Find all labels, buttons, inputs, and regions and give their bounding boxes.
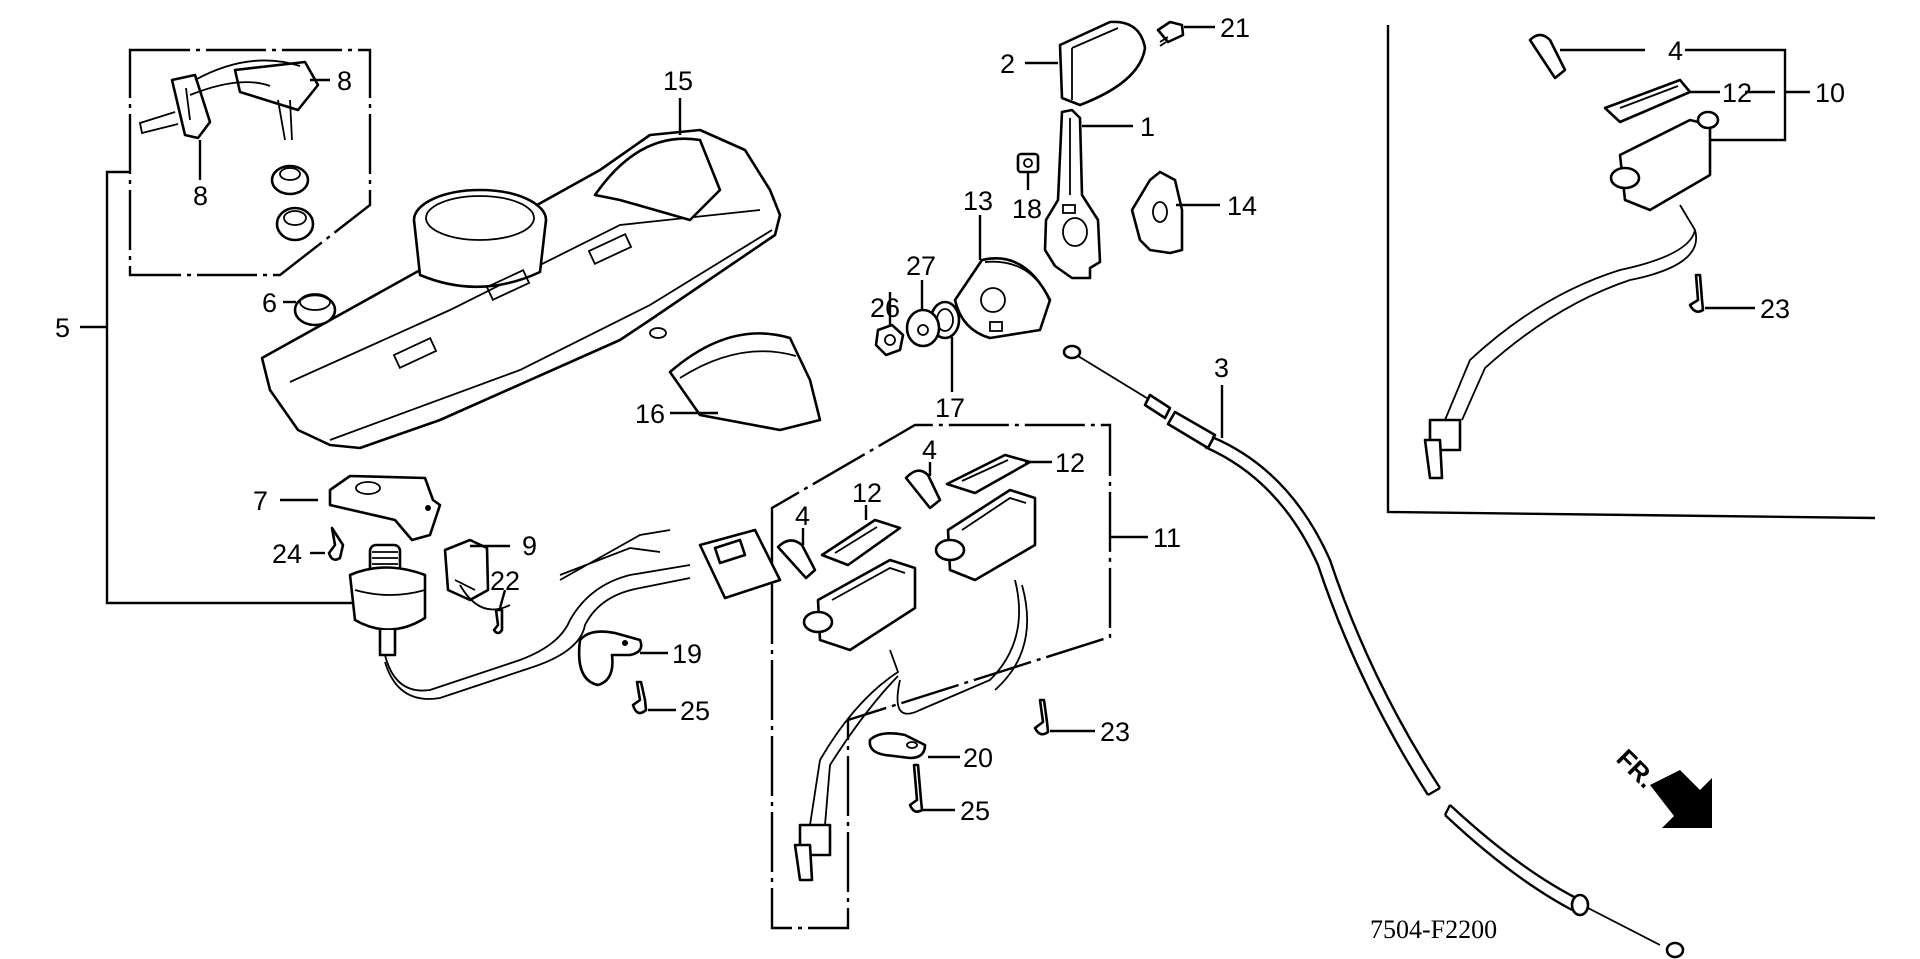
- panel-cover-part: [260, 128, 782, 450]
- callout-18[interactable]: 18: [1012, 194, 1042, 224]
- callout-2[interactable]: 2: [1000, 49, 1015, 79]
- indicator-harness: [809, 579, 1028, 826]
- callout-27[interactable]: 27: [906, 251, 936, 281]
- callout-16[interactable]: 16: [635, 399, 665, 429]
- cable-part: [1062, 344, 1685, 959]
- callout-13[interactable]: 13: [963, 186, 993, 216]
- stopper-plate-part: [1130, 170, 1184, 255]
- screw-25b-part: [908, 763, 924, 813]
- bulb-4c-part: [904, 469, 942, 510]
- callout-1[interactable]: 1: [1140, 112, 1155, 142]
- knob-part: [1058, 20, 1147, 107]
- group-10-bracket: [1685, 48, 1787, 142]
- bulb-4b-part: [776, 539, 817, 580]
- connector-11-part: [793, 823, 832, 882]
- screw-23a-part: [1688, 273, 1705, 313]
- callout-7[interactable]: 7: [253, 486, 268, 516]
- lens-12c-part: [945, 453, 1032, 495]
- bulb-4a-part: [1528, 33, 1567, 80]
- front-arrow-icon: [1650, 770, 1712, 828]
- screw-24-part: [327, 526, 345, 561]
- cover-cap-part: [668, 332, 822, 432]
- lens-12b-part: [820, 518, 902, 567]
- callout-14[interactable]: 14: [1227, 191, 1257, 221]
- group-5-bracket: [105, 170, 355, 605]
- switch-9-part: [443, 538, 511, 611]
- front-direction-marker: FR.: [1611, 743, 1712, 828]
- nut-18-part: [1016, 152, 1040, 174]
- callout-12c[interactable]: 12: [1055, 448, 1085, 478]
- callout-24[interactable]: 24: [272, 539, 302, 569]
- callout-12a[interactable]: 12: [1722, 78, 1752, 108]
- indicator-housing-right: [934, 488, 1037, 582]
- callout-25b[interactable]: 25: [960, 796, 990, 826]
- indicator-group-box: [770, 423, 1112, 930]
- switch-wires: [559, 529, 671, 581]
- callout-6[interactable]: 6: [262, 288, 277, 318]
- callout-5[interactable]: 5: [55, 313, 70, 343]
- screw-21-part: [1156, 20, 1185, 47]
- clamp-20-part: [868, 732, 927, 760]
- lever-part: [1043, 108, 1102, 280]
- key-group-box: [128, 48, 372, 277]
- callout-17[interactable]: 17: [935, 393, 965, 423]
- callout-26[interactable]: 26: [870, 293, 900, 323]
- callout-21[interactable]: 21: [1220, 13, 1250, 43]
- callout-19[interactable]: 19: [672, 639, 702, 669]
- callout-12b[interactable]: 12: [852, 478, 882, 508]
- callout-15[interactable]: 15: [663, 66, 693, 96]
- right-group-box: [1386, 25, 1876, 520]
- callout-25a[interactable]: 25: [680, 696, 710, 726]
- callout-8b[interactable]: 8: [193, 181, 208, 211]
- ignition-switch-part: [348, 543, 427, 657]
- washer-27-part: [905, 308, 941, 348]
- indicator-box-harness: [1444, 204, 1698, 421]
- keys-part: [138, 59, 320, 141]
- connector-part: [698, 528, 782, 600]
- callout-10[interactable]: 10: [1815, 78, 1845, 108]
- leader-22: [498, 589, 507, 609]
- callout-4b[interactable]: 4: [795, 501, 810, 531]
- figure-code: 7504-F2200: [1370, 915, 1497, 944]
- screw-25a-part: [631, 680, 648, 715]
- screw-22-part: [492, 608, 504, 635]
- callout-20[interactable]: 20: [963, 743, 993, 773]
- callout-3[interactable]: 3: [1214, 353, 1229, 383]
- connector-10-part: [1423, 418, 1462, 480]
- bracket-part: [328, 474, 442, 542]
- callout-4c[interactable]: 4: [922, 435, 937, 465]
- grommet-part: [293, 293, 337, 327]
- indicator-housing-left: [802, 558, 917, 652]
- indicator-housing-box: [1609, 110, 1720, 212]
- lock-cap-part: [270, 164, 315, 242]
- callout-23b[interactable]: 23: [1100, 717, 1130, 747]
- callout-23a[interactable]: 23: [1760, 294, 1790, 324]
- callout-11[interactable]: 11: [1153, 523, 1181, 553]
- clamp-19-part: [577, 630, 643, 687]
- callout-4a[interactable]: 4: [1668, 36, 1683, 66]
- switch-harness: [384, 564, 691, 700]
- callout-22[interactable]: 22: [490, 566, 520, 596]
- screw-23b-part: [1033, 698, 1050, 736]
- callout-8a[interactable]: 8: [337, 66, 352, 96]
- callout-9[interactable]: 9: [522, 531, 537, 561]
- nut-26-part: [874, 323, 905, 357]
- pulley-part: [953, 257, 1052, 340]
- lens-12a-part: [1603, 78, 1692, 124]
